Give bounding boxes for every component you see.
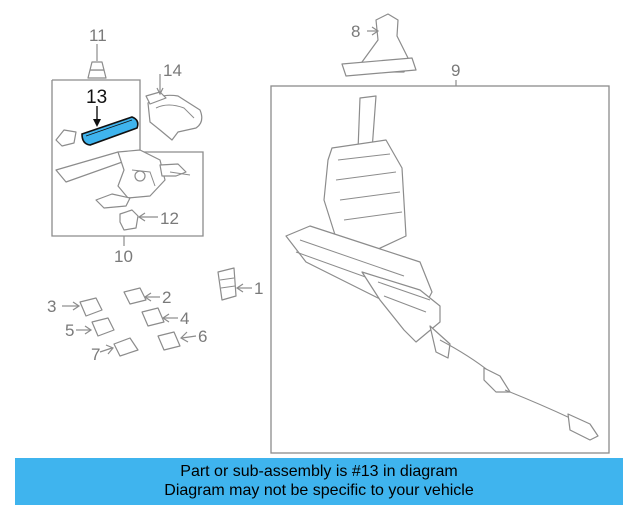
callout-1: 1 — [254, 279, 263, 298]
part-1-switch — [217, 267, 252, 301]
callout-4: 4 — [180, 309, 189, 328]
callout-12: 12 — [160, 209, 179, 228]
banner-line-2: Diagram may not be specific to your vehi… — [164, 482, 474, 499]
part-3-plug — [62, 297, 103, 317]
group-10-outline — [51, 79, 204, 237]
callout-3: 3 — [47, 297, 56, 316]
callout-6: 6 — [198, 327, 207, 346]
callout-2: 2 — [162, 288, 171, 307]
callout-5: 5 — [65, 321, 74, 340]
part-13-handle-grip — [81, 106, 139, 146]
part-4-plug — [141, 307, 178, 327]
part-7-plug — [99, 337, 139, 357]
callout-9: 9 — [451, 61, 460, 80]
callout-8: 8 — [351, 22, 360, 41]
parts-diagram: 11 13 14 8 9 12 10 1 2 3 4 5 6 7 — [47, 13, 610, 454]
callout-14: 14 — [163, 61, 182, 80]
part-5-plug — [76, 317, 115, 337]
group-9-outline — [270, 85, 610, 454]
callout-7: 7 — [91, 345, 100, 364]
end-cap — [55, 129, 77, 147]
part-9-shifter-assembly — [285, 95, 599, 441]
part-8-shift-knob — [341, 13, 417, 77]
info-banner: Part or sub-assembly is #13 in diagram D… — [15, 458, 623, 505]
callout-11: 11 — [89, 26, 107, 45]
part-14-boot — [145, 74, 203, 141]
part-6-plug — [157, 331, 197, 351]
part-12-bracket — [119, 209, 158, 231]
part-2-plug — [123, 287, 160, 305]
banner-line-1: Part or sub-assembly is #13 in diagram — [180, 463, 458, 480]
part-11-clip — [87, 44, 107, 79]
callout-13: 13 — [86, 87, 107, 108]
parking-brake-lever — [55, 149, 191, 209]
callout-10: 10 — [114, 247, 133, 266]
